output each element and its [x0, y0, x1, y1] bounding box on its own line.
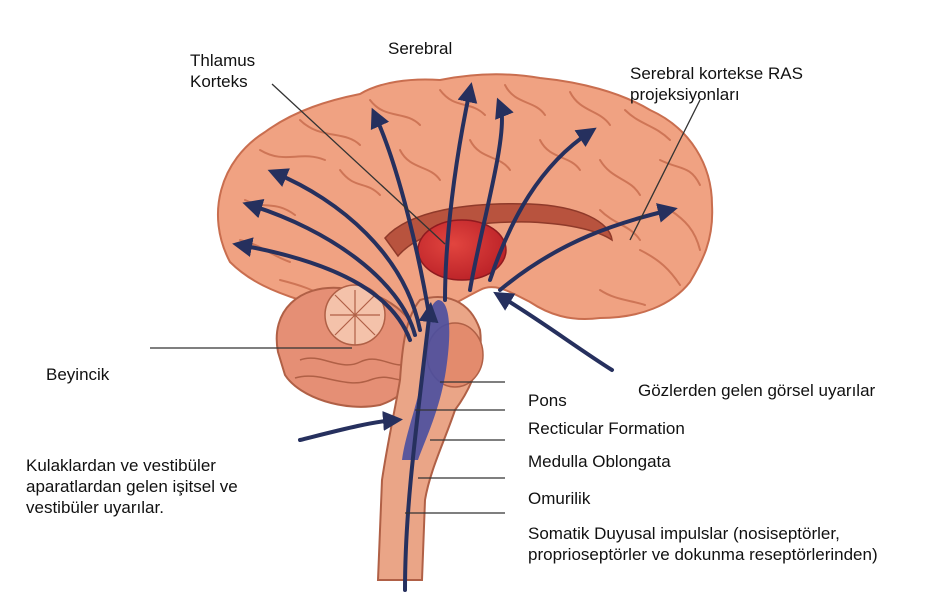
somatic-label-line-2: proprioseptörler ve dokunma reseptörleri… — [528, 545, 878, 564]
ras-arrows — [232, 82, 678, 592]
ras-label: Serebral kortekse RAS projeksiyonları — [630, 63, 803, 105]
ears-label: Kulaklardan ve vestibüler aparatlardan g… — [26, 455, 238, 518]
spinal-label: Omurilik — [528, 489, 591, 508]
cerebral-label: Serebral — [388, 39, 453, 58]
thalamus-label-line-1: Thlamus — [190, 51, 256, 70]
ears-label-line-1: Kulaklardan ve vestibüler — [26, 456, 216, 475]
reticular-label: Recticular Formation — [528, 419, 685, 438]
reticular-pathway — [402, 300, 450, 460]
ears-label-line-3: vestibüler uyarılar. — [26, 498, 164, 517]
medulla-label: Medulla Oblongata — [528, 452, 671, 471]
ras-label-line-2: projeksiyonları — [630, 85, 740, 104]
eyes-label: Gözlerden gelen görsel uyarılar — [638, 381, 876, 400]
leader-lines — [150, 83, 701, 514]
pons-label: Pons — [528, 391, 567, 410]
thalamus-label: Thlamus Korteks — [190, 50, 255, 92]
cerebellum — [275, 284, 422, 408]
cerebellum-label: Beyincik — [46, 365, 110, 384]
somatic-label: Somatik Duyusal impulslar (nosiseptörler… — [528, 523, 878, 565]
somatic-label-line-1: Somatik Duyusal impulslar (nosiseptörler… — [528, 524, 840, 543]
ears-label-line-2: aparatlardan gelen işitsel ve — [26, 477, 238, 496]
thalamus-label-line-2: Korteks — [190, 72, 248, 91]
ras-label-line-1: Serebral kortekse RAS — [630, 64, 803, 83]
